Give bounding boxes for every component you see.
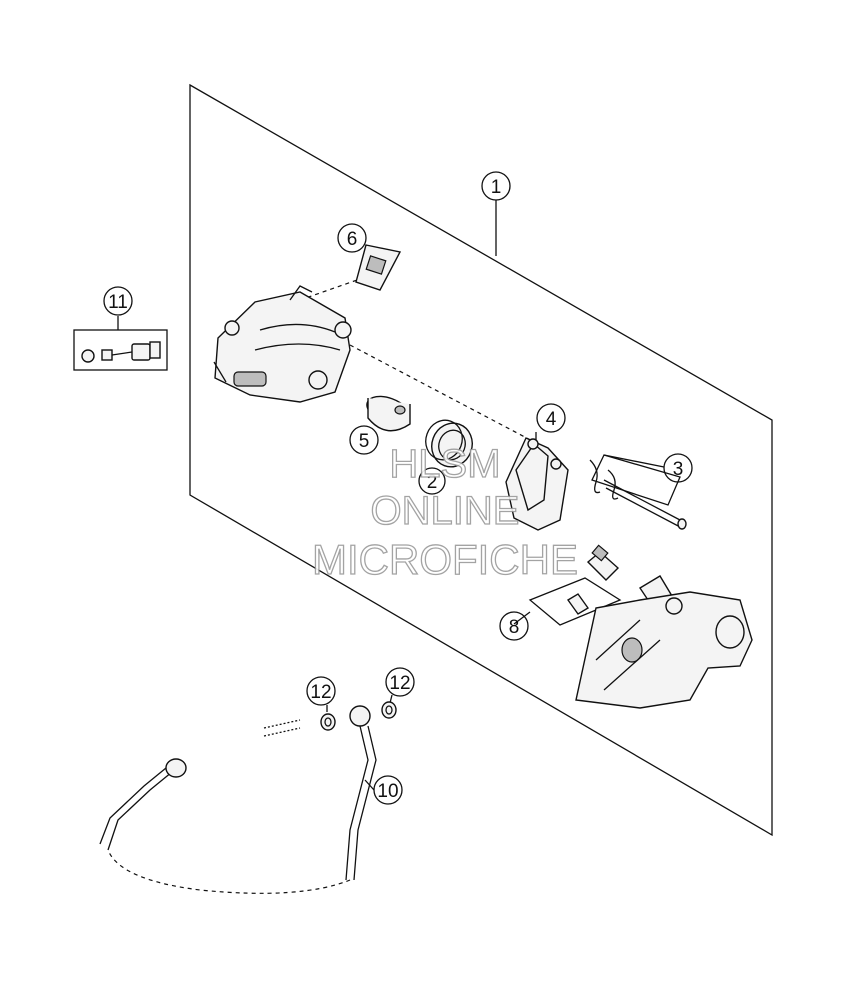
part-11-box (73, 329, 168, 371)
callout-12a-label: 12 (310, 682, 331, 703)
piston-part (366, 395, 411, 432)
bleeder-screw-part (81, 341, 161, 363)
callout-4: 4 (536, 403, 566, 433)
watermark: HLSM ONLINE MICROFICHE (311, 441, 578, 583)
callout-8-label: 8 (509, 617, 520, 638)
copper-washers-part (263, 701, 397, 737)
callout-2-label: 2 (427, 472, 438, 493)
callout-10-label: 10 (377, 781, 398, 802)
callout-11: 11 (103, 286, 133, 316)
callout-2: 2 (418, 467, 446, 495)
callout-12b: 12 (385, 667, 415, 697)
callout-4-label: 4 (546, 409, 557, 430)
assembly-panel (189, 83, 773, 837)
pad-pin-part (589, 459, 687, 530)
callout-1-label: 1 (491, 177, 502, 198)
callout-3-label: 3 (673, 459, 684, 480)
callout-6-label: 6 (347, 229, 358, 250)
assembly-axis (349, 344, 541, 446)
watermark-line-3: MICROFICHE (312, 536, 578, 583)
caliper-bracket-part (575, 591, 753, 709)
callout-10: 10 (373, 775, 403, 805)
callout-5-label: 5 (359, 431, 370, 452)
seal-rings-part (425, 419, 473, 468)
caliper-body-part (213, 285, 352, 403)
brake-hose-part (99, 705, 377, 894)
callout-6: 6 (337, 223, 367, 253)
callout-11-label: 11 (108, 292, 128, 313)
brake-pads-part (505, 437, 569, 531)
pad-spring-part (355, 244, 402, 291)
callout-8: 8 (499, 611, 529, 641)
callout-1: 1 (481, 171, 511, 201)
callout-5: 5 (349, 425, 379, 455)
callout-12b-label: 12 (389, 673, 410, 694)
callout-3: 3 (663, 453, 693, 483)
watermark-line-1: HLSM (389, 442, 500, 486)
watermark-line-2: ONLINE (371, 489, 520, 533)
callout-12a: 12 (306, 676, 336, 706)
